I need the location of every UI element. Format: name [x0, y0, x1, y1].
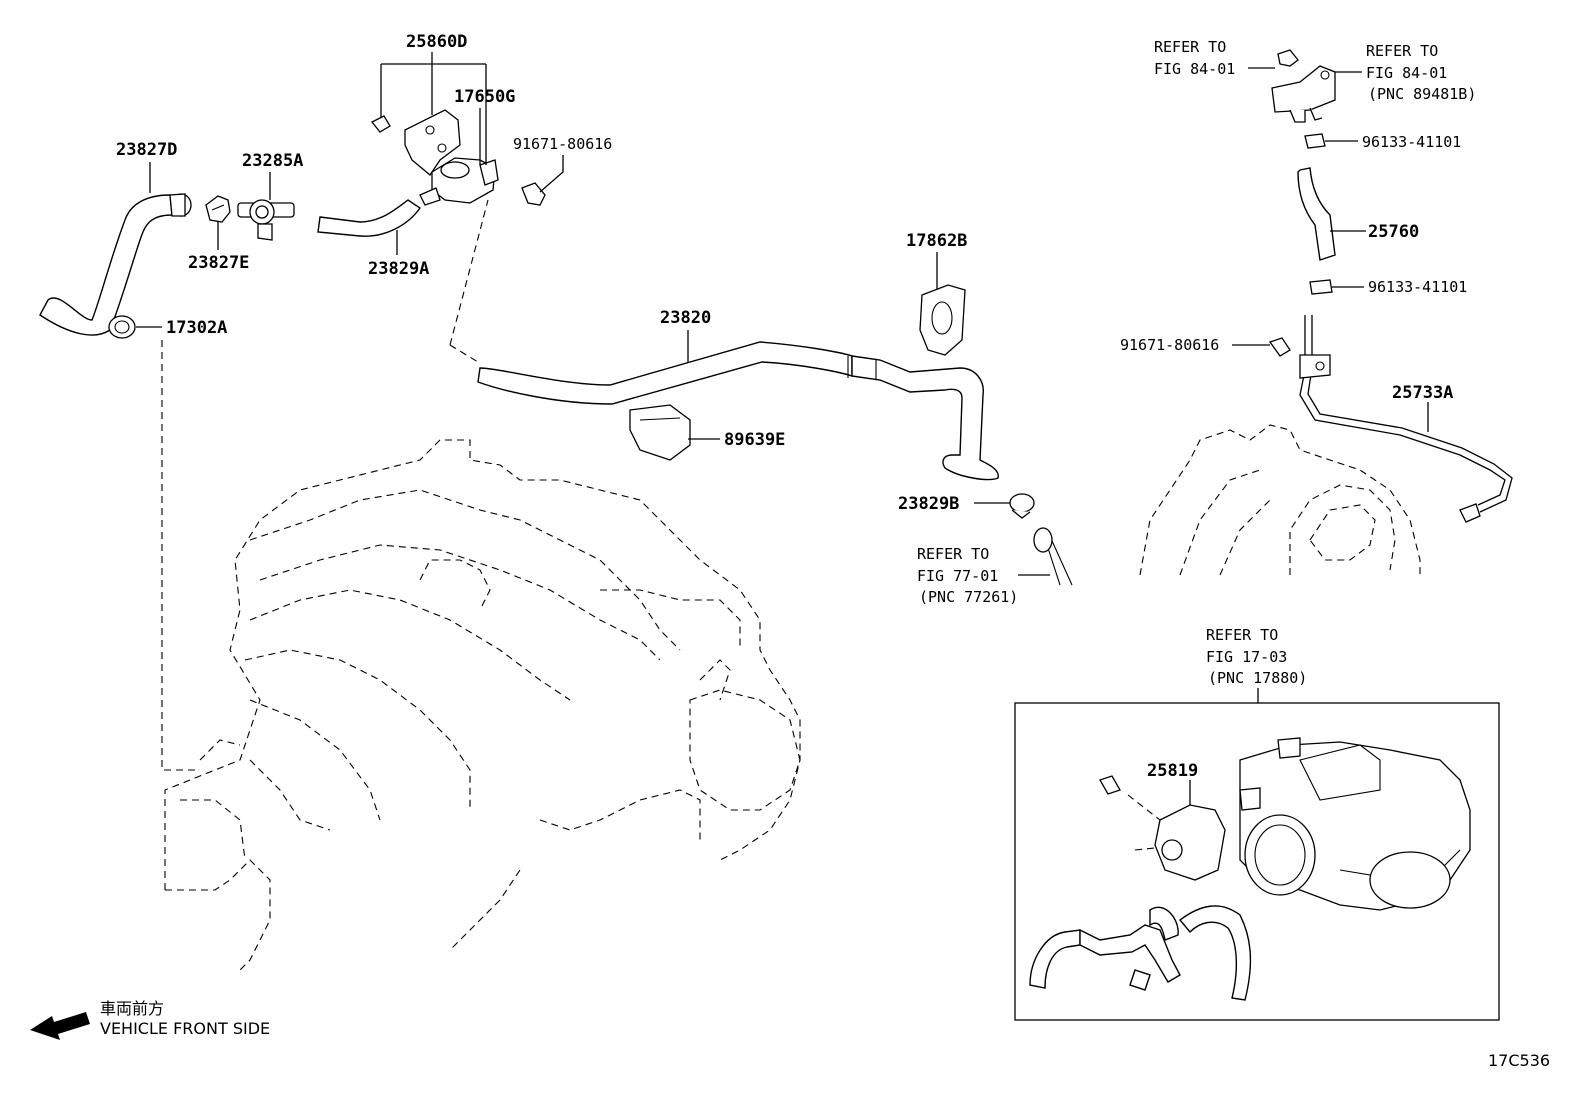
refer-17-line1: REFER TO [1206, 626, 1278, 644]
pipe-77261 [1033, 527, 1073, 586]
label-17650G[interactable]: 17650G [454, 87, 515, 107]
inset-box [1014, 702, 1500, 1021]
vehicle-front-indicator: 車両前方 VEHICLE FRONT SIDE [30, 999, 270, 1040]
inset-throttle-body [1239, 737, 1471, 911]
label-17862B[interactable]: 17862B [906, 231, 967, 251]
front-label-en: VEHICLE FRONT SIDE [100, 1019, 270, 1038]
label-23829A[interactable]: 23829A [368, 259, 429, 279]
bracket-25860D[interactable] [370, 109, 461, 176]
figure-code: 17C536 [1488, 1051, 1550, 1070]
front-arrow-icon [30, 1012, 90, 1040]
inset-hoses [1029, 905, 1252, 1001]
bolt-91671-top[interactable] [521, 182, 546, 206]
clip-96133-b[interactable] [1309, 279, 1333, 295]
label-89639E[interactable]: 89639E [724, 430, 785, 450]
bolt-refer-84[interactable] [1277, 49, 1299, 67]
refer-84-right-pnc: (PNC 89481B) [1368, 85, 1476, 103]
hose-25760[interactable] [1297, 167, 1336, 261]
bolt-91671-right[interactable] [1268, 337, 1291, 357]
inset-vsv-25819[interactable] [1099, 775, 1226, 881]
sensor-89481B[interactable] [1271, 65, 1336, 123]
refer-77-line1: REFER TO [917, 545, 989, 563]
front-label-jp: 車両前方 [100, 999, 164, 1018]
label-23829B[interactable]: 23829B [898, 494, 959, 514]
label-25733A[interactable]: 25733A [1392, 383, 1453, 403]
hose-23827D[interactable] [39, 193, 192, 336]
refer-84-left-line1: REFER TO [1154, 38, 1226, 56]
valve-23285A[interactable] [237, 199, 295, 241]
clip-17862B[interactable] [919, 284, 966, 356]
part-labels: 25860D 17650G 23827D 23285A 91671-80616 … [116, 32, 1467, 781]
label-25760[interactable]: 25760 [1368, 222, 1419, 242]
refer-labels: REFER TO FIG 84-01 REFER TO FIG 84-01 (P… [917, 38, 1476, 687]
engine-phantom-outline [164, 439, 801, 971]
refer-77-pnc: (PNC 77261) [919, 588, 1018, 606]
refer-84-right-line1: REFER TO [1366, 42, 1438, 60]
clamp-17302A[interactable] [108, 315, 136, 339]
label-96133-a[interactable]: 96133-41101 [1362, 133, 1461, 151]
label-23827D[interactable]: 23827D [116, 140, 177, 160]
clamp-23827E[interactable] [205, 195, 231, 223]
hose-23829A[interactable] [317, 199, 421, 237]
clamp-23829B[interactable] [1009, 493, 1035, 519]
refer-84-right-line2[interactable]: FIG 84-01 [1366, 64, 1447, 82]
refer-77-line2[interactable]: FIG 77-01 [917, 567, 998, 585]
leader-lines [136, 52, 1429, 805]
clip-96133-a[interactable] [1304, 133, 1326, 149]
label-91671-top[interactable]: 91671-80616 [513, 135, 612, 153]
clip-89639E[interactable] [629, 404, 691, 461]
label-25860D[interactable]: 25860D [406, 32, 467, 52]
label-23285A[interactable]: 23285A [242, 151, 303, 171]
label-17302A[interactable]: 17302A [166, 318, 227, 338]
refer-17-line2[interactable]: FIG 17-03 [1206, 648, 1287, 666]
refer-17-pnc: (PNC 17880) [1208, 669, 1307, 687]
pipe-25733A[interactable] [1299, 315, 1513, 523]
hose-23820[interactable] [477, 341, 999, 481]
refer-84-left-line2[interactable]: FIG 84-01 [1154, 60, 1235, 78]
label-96133-b[interactable]: 96133-41101 [1368, 278, 1467, 296]
label-25819[interactable]: 25819 [1147, 761, 1198, 781]
label-23820[interactable]: 23820 [660, 308, 711, 328]
vsv-17650G[interactable] [419, 157, 499, 206]
label-23827E[interactable]: 23827E [188, 253, 249, 273]
intake-phantom-outline [1139, 424, 1421, 576]
label-91671-right[interactable]: 91671-80616 [1120, 336, 1219, 354]
